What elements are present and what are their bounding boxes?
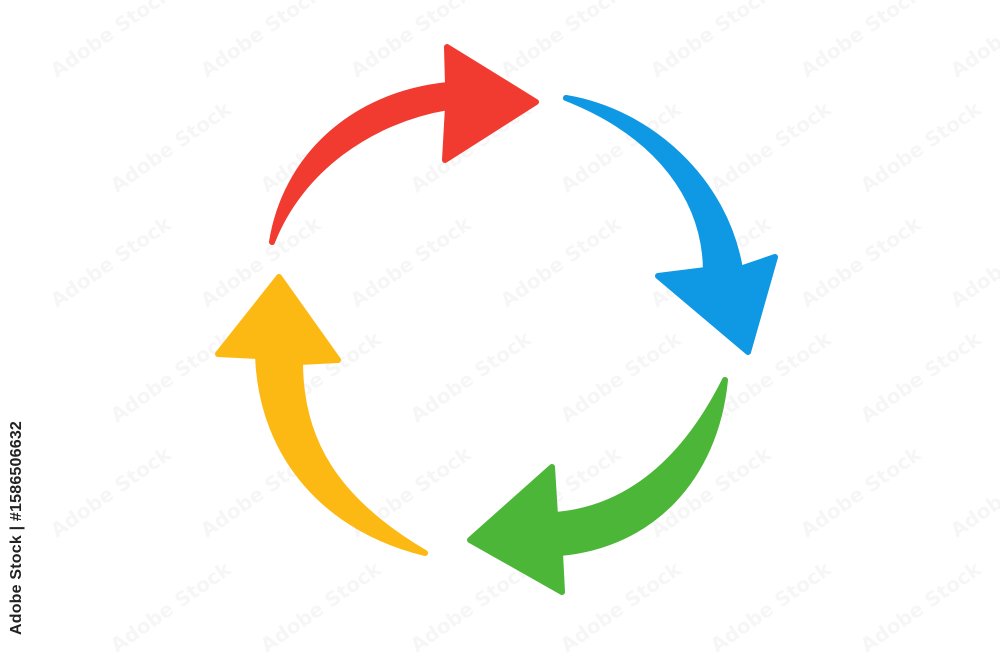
watermark-id: Adobe Stock | #1586506632 <box>2 418 32 638</box>
right-arrow <box>563 95 778 355</box>
top-arrow <box>269 44 539 245</box>
curved-arrow-left-icon <box>467 377 728 595</box>
curved-arrow-down-icon <box>563 95 778 355</box>
curved-arrow-up-icon <box>215 274 428 556</box>
bottom-arrow <box>467 377 728 595</box>
watermark-id-text: Adobe Stock | #1586506632 <box>8 420 26 636</box>
left-arrow <box>215 274 428 556</box>
curved-arrow-right-icon <box>269 44 539 245</box>
